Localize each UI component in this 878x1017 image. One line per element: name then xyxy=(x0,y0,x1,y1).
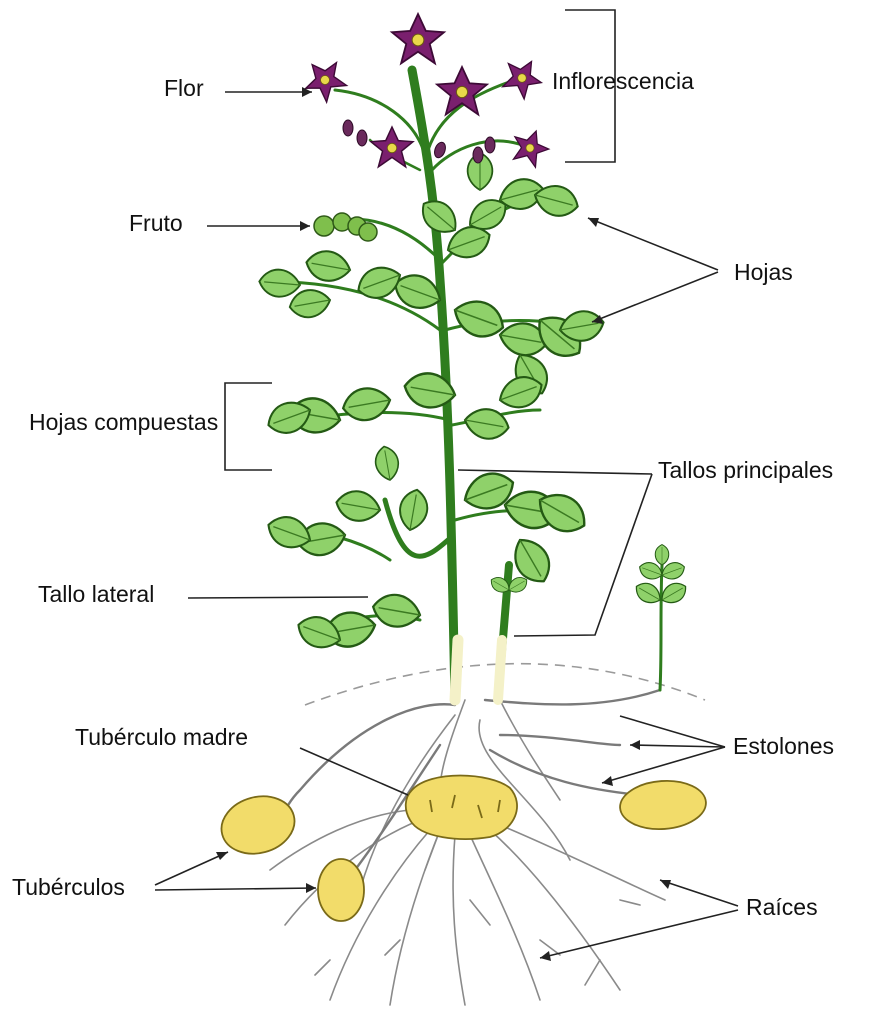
fruits xyxy=(314,213,377,241)
label-tuberculo-madre: Tubérculo madre xyxy=(75,726,248,749)
label-hojas: Hojas xyxy=(734,261,793,284)
label-tallo-lateral: Tallo lateral xyxy=(38,583,154,606)
label-inflorescencia: Inflorescencia xyxy=(552,70,694,93)
tuber-left xyxy=(215,788,301,861)
label-raices: Raíces xyxy=(746,896,818,919)
label-fruto: Fruto xyxy=(129,212,183,235)
label-hojas-compuestas: Hojas compuestas xyxy=(29,411,218,434)
label-flor: Flor xyxy=(164,77,204,100)
tuber-bottom xyxy=(318,859,364,921)
mother-tuber xyxy=(406,776,517,839)
tuber-right xyxy=(618,778,707,832)
tubers xyxy=(215,776,708,922)
label-tuberculos: Tubérculos xyxy=(12,876,125,899)
label-estolones: Estolones xyxy=(733,735,834,758)
roots xyxy=(270,700,665,1005)
label-tallos-principales: Tallos principales xyxy=(658,459,833,482)
